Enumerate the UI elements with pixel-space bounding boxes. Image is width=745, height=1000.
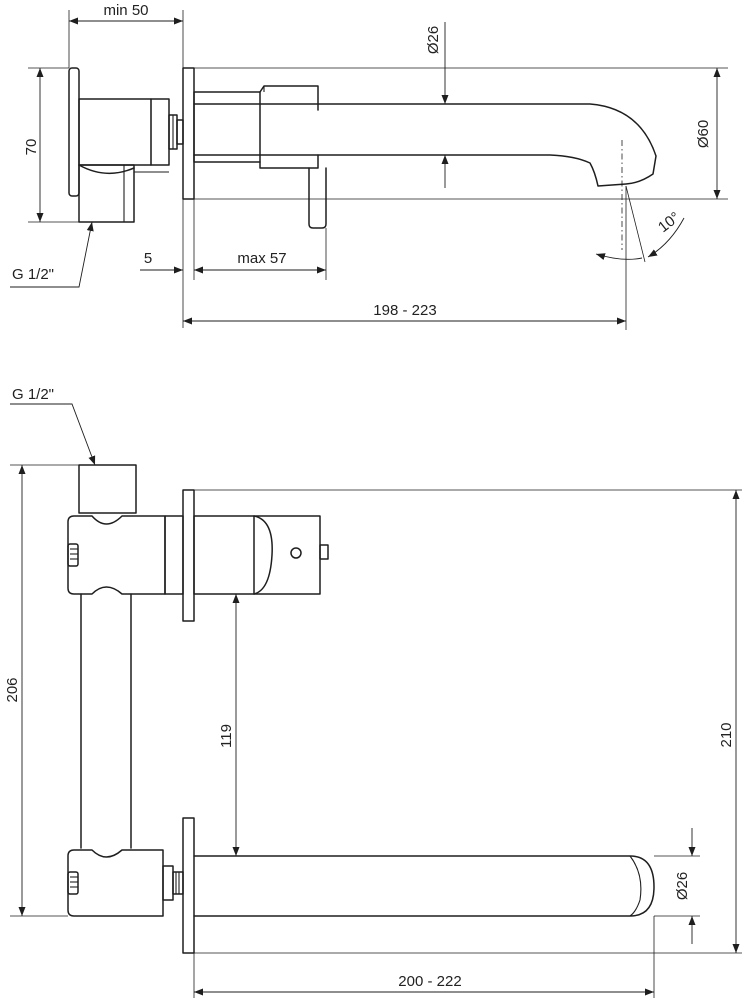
dim-spout-length: 200 - 222 bbox=[193, 916, 655, 998]
side-view: min 50 Ø26 Ø60 70 G 1/2" 5 bbox=[10, 2, 728, 330]
dim-connection-front: G 1/2" bbox=[10, 386, 96, 466]
dim-spout-height-label: Ø60 bbox=[695, 120, 712, 148]
front-wall-plate-lower bbox=[182, 817, 195, 954]
dim-outlet-diameter-front: Ø26 bbox=[654, 828, 700, 944]
front-mounting-body bbox=[67, 464, 184, 917]
dim-outlet-diameter-front-label: Ø26 bbox=[674, 872, 691, 900]
side-handle-body bbox=[193, 85, 319, 169]
dim-angle-label: 10° bbox=[655, 209, 683, 236]
front-handle bbox=[164, 515, 329, 595]
dim-overall-height: 210 bbox=[194, 489, 742, 954]
dim-connection-side-label: G 1/2" bbox=[12, 266, 54, 283]
dim-plate-thickness-label: 5 bbox=[144, 250, 152, 267]
dim-connection-side: G 1/2" bbox=[10, 221, 94, 288]
side-lever bbox=[308, 167, 327, 229]
dim-body-height: 70 bbox=[23, 67, 79, 223]
dim-total-height: 206 bbox=[4, 464, 79, 917]
side-mounting-box bbox=[68, 67, 184, 223]
dim-max-57: max 57 bbox=[194, 228, 327, 280]
dim-total-height-label: 206 bbox=[4, 677, 21, 702]
dim-body-height-label: 70 bbox=[23, 139, 40, 156]
dim-min-50: min 50 bbox=[68, 2, 184, 68]
dim-angle: 10° bbox=[595, 185, 685, 263]
dim-min-50-label: min 50 bbox=[103, 2, 148, 19]
side-wall-plate bbox=[182, 67, 195, 200]
side-spout bbox=[193, 103, 657, 250]
dim-connection-front-label: G 1/2" bbox=[12, 386, 54, 403]
dim-spout-projection: 198 - 223 bbox=[183, 186, 627, 330]
dim-outlet-diameter-side-label: Ø26 bbox=[425, 26, 442, 54]
dim-handle-to-spout: 119 bbox=[218, 594, 240, 856]
front-view: G 1/2" 206 119 210 Ø26 bbox=[4, 386, 742, 998]
dim-overall-height-label: 210 bbox=[718, 722, 735, 747]
front-spout bbox=[193, 855, 655, 917]
dim-max-57-label: max 57 bbox=[237, 250, 286, 267]
front-wall-plate-upper bbox=[182, 489, 195, 622]
dim-outlet-diameter-side: Ø26 bbox=[425, 22, 449, 188]
dim-spout-height: Ø60 bbox=[194, 67, 728, 200]
dim-spout-length-label: 200 - 222 bbox=[398, 973, 461, 990]
dim-spout-projection-label: 198 - 223 bbox=[373, 302, 436, 319]
dim-plate-thickness: 5 bbox=[140, 199, 195, 328]
dim-handle-to-spout-label: 119 bbox=[218, 724, 235, 748]
